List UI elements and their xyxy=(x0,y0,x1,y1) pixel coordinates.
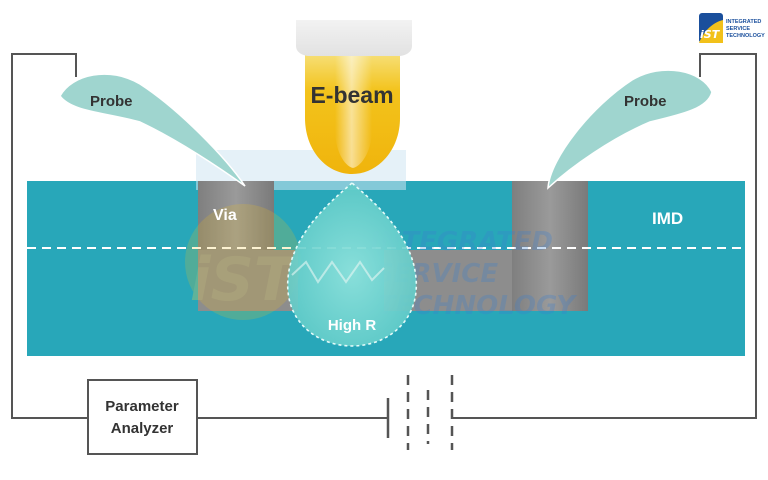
ebeam-highlight xyxy=(335,50,372,168)
voltage-source-symbol xyxy=(386,375,454,450)
logo-line2: SERVICE xyxy=(726,26,750,32)
high-r-droplet xyxy=(287,181,417,347)
logo-line3: TECHNOLOGY xyxy=(726,33,765,39)
analyzer-box xyxy=(87,379,198,455)
analyzer-label-line1: Parameter xyxy=(105,398,179,415)
high-r-region xyxy=(287,181,417,347)
logo-line1: INTEGRATED xyxy=(726,19,761,25)
left-probe xyxy=(59,73,246,187)
right-probe xyxy=(547,69,713,190)
ebeam-label: E-beam xyxy=(310,82,393,108)
metal-interconnect xyxy=(198,181,588,311)
right-wire xyxy=(452,53,757,419)
ebeam-housing xyxy=(296,20,412,56)
svg-text:iST: iST xyxy=(190,245,299,315)
parameter-analyzer: Parameter Analyzer xyxy=(87,379,198,455)
right-probe-label: Probe xyxy=(624,93,667,110)
left-wire xyxy=(11,53,88,419)
left-probe-label: Probe xyxy=(90,93,133,110)
ist-logo: iST INTEGRATED SERVICE TECHNOLOGY xyxy=(699,13,765,43)
logo-mark: iST xyxy=(700,28,721,41)
right-plug xyxy=(512,181,588,311)
via-label: Via xyxy=(213,207,237,224)
resistor-zigzag xyxy=(291,260,385,284)
imd-label: IMD xyxy=(652,209,683,228)
metal-line-left xyxy=(198,250,298,311)
analyzer-label-line2: Analyzer xyxy=(111,420,174,437)
high-r-label: High R xyxy=(328,317,376,334)
circuit-wires xyxy=(11,53,757,419)
ebeam-column xyxy=(296,20,412,174)
